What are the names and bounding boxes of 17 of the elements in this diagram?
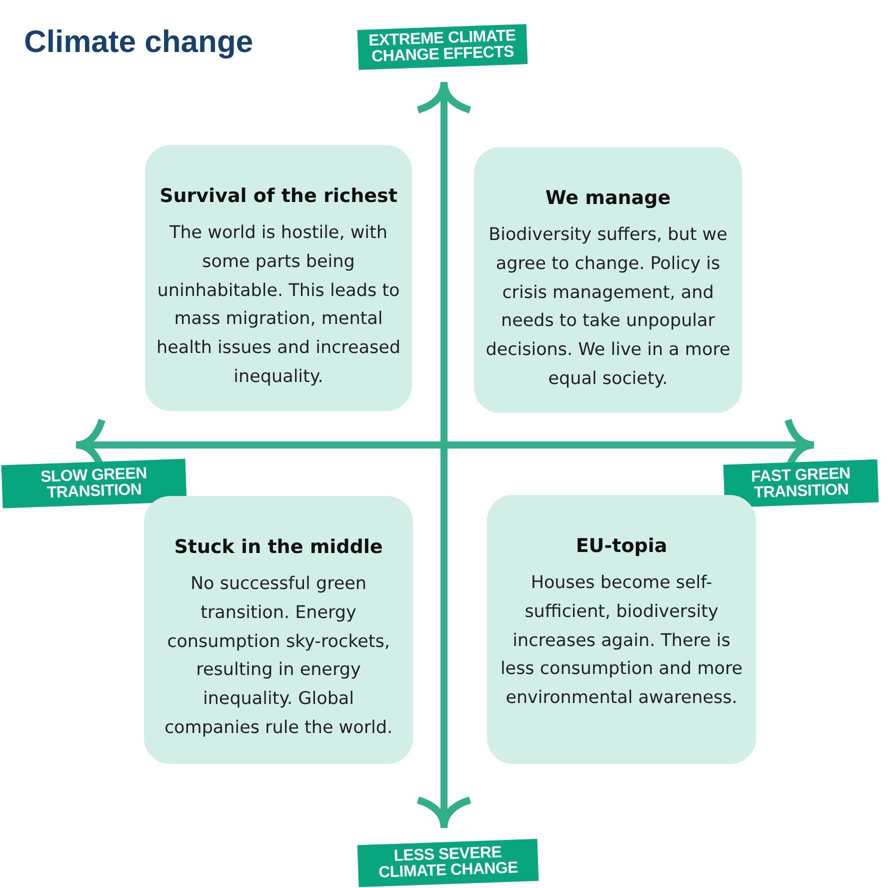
axis-label: LESS SEVERE CLIMATE CHANGE xyxy=(357,838,539,888)
scenario-title: EU-topia xyxy=(576,534,668,559)
axis-label: FAST GREEN TRANSITION xyxy=(723,459,879,508)
scenario-description: Houses become self-sufficient, biodiversity increases again. There is less consumption and more environmental awareness. xyxy=(499,572,744,710)
scenario-title: We manage xyxy=(545,186,671,211)
scenario-card xyxy=(474,147,742,413)
scenario-card xyxy=(487,495,756,764)
axis-label: EXTREME CLIMATE CHANGE EFFECTS xyxy=(357,24,528,70)
axis-label: SLOW GREEN TRANSITION xyxy=(1,458,187,508)
scenario-title: Survival of the richest xyxy=(160,184,398,209)
scenario-title: Stuck in the middle xyxy=(174,535,383,560)
scenario-description: Biodiversity suffers, but we agree to change. Policy is crisis management, and needs to take unpopular decisions. We live in a more equal society. xyxy=(484,224,732,391)
title: Climate change xyxy=(24,24,254,60)
scenario-description: The world is hostile, with some parts being uninhabitable. This leads to mass migration, mental health issues and increased inequality. xyxy=(156,222,402,389)
scenario-card xyxy=(145,145,412,411)
scenario-description: No successful green transition. Energy consumption sky-rockets, resulting in energy inequality. Global companies rule the world. xyxy=(163,573,394,740)
scenario-card xyxy=(144,496,413,764)
